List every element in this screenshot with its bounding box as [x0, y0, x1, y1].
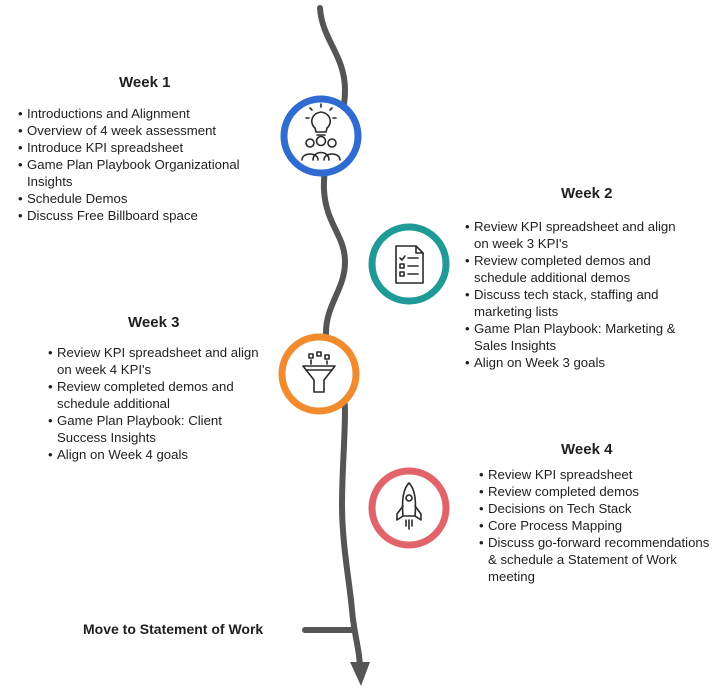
- list-item: Review completed demos and schedule addi…: [48, 378, 260, 412]
- list-item: Introductions and Alignment: [18, 105, 276, 122]
- week2-title: Week 2: [561, 185, 613, 202]
- list-item: Review KPI spreadsheet: [479, 466, 715, 483]
- list-item: Align on Week 4 goals: [48, 446, 260, 463]
- list-item: Align on Week 3 goals: [465, 354, 691, 371]
- lightbulb-team-icon: [301, 103, 341, 161]
- list-item: Discuss tech stack, staffing and marketi…: [465, 286, 691, 320]
- week4-list: Review KPI spreadsheet Review completed …: [479, 466, 715, 585]
- week3-node: [278, 333, 360, 415]
- list-item: Schedule Demos: [18, 190, 276, 207]
- week3-list: Review KPI spreadsheet and align on week…: [48, 344, 260, 463]
- week4-title: Week 4: [561, 441, 613, 458]
- week1-title: Week 1: [119, 74, 171, 91]
- week2-list: Review KPI spreadsheet and align on week…: [465, 218, 691, 371]
- list-item: Overview of 4 week assessment: [18, 122, 276, 139]
- list-item: Core Process Mapping: [479, 517, 715, 534]
- list-item: Introduce KPI spreadsheet: [18, 139, 276, 156]
- week2-node: [368, 223, 450, 305]
- list-item: Decisions on Tech Stack: [479, 500, 715, 517]
- list-item: Game Plan Playbook: Marketing & Sales In…: [465, 320, 691, 354]
- list-item: Review completed demos and schedule addi…: [465, 252, 691, 286]
- week3-title: Week 3: [128, 314, 180, 331]
- list-item: Game Plan Playbook: Client Success Insig…: [48, 412, 260, 446]
- list-item: Discuss Free Billboard space: [18, 207, 276, 224]
- week1-list: Introductions and Alignment Overview of …: [18, 105, 276, 224]
- list-item: Review completed demos: [479, 483, 715, 500]
- list-item: Game Plan Playbook Organizational Insigh…: [18, 156, 276, 190]
- rocket-icon: [396, 482, 422, 530]
- funnel-icon: [302, 351, 336, 393]
- week1-node: [280, 95, 362, 177]
- statement-of-work-label: Move to Statement of Work: [83, 621, 264, 637]
- list-item: Discuss go-forward recommendations & sch…: [479, 534, 715, 585]
- week4-node: [368, 467, 450, 549]
- list-item: Review KPI spreadsheet and align on week…: [48, 344, 260, 378]
- checklist-icon: [395, 245, 424, 284]
- timeline-arrowhead: [350, 662, 370, 686]
- list-item: Review KPI spreadsheet and align on week…: [465, 218, 691, 252]
